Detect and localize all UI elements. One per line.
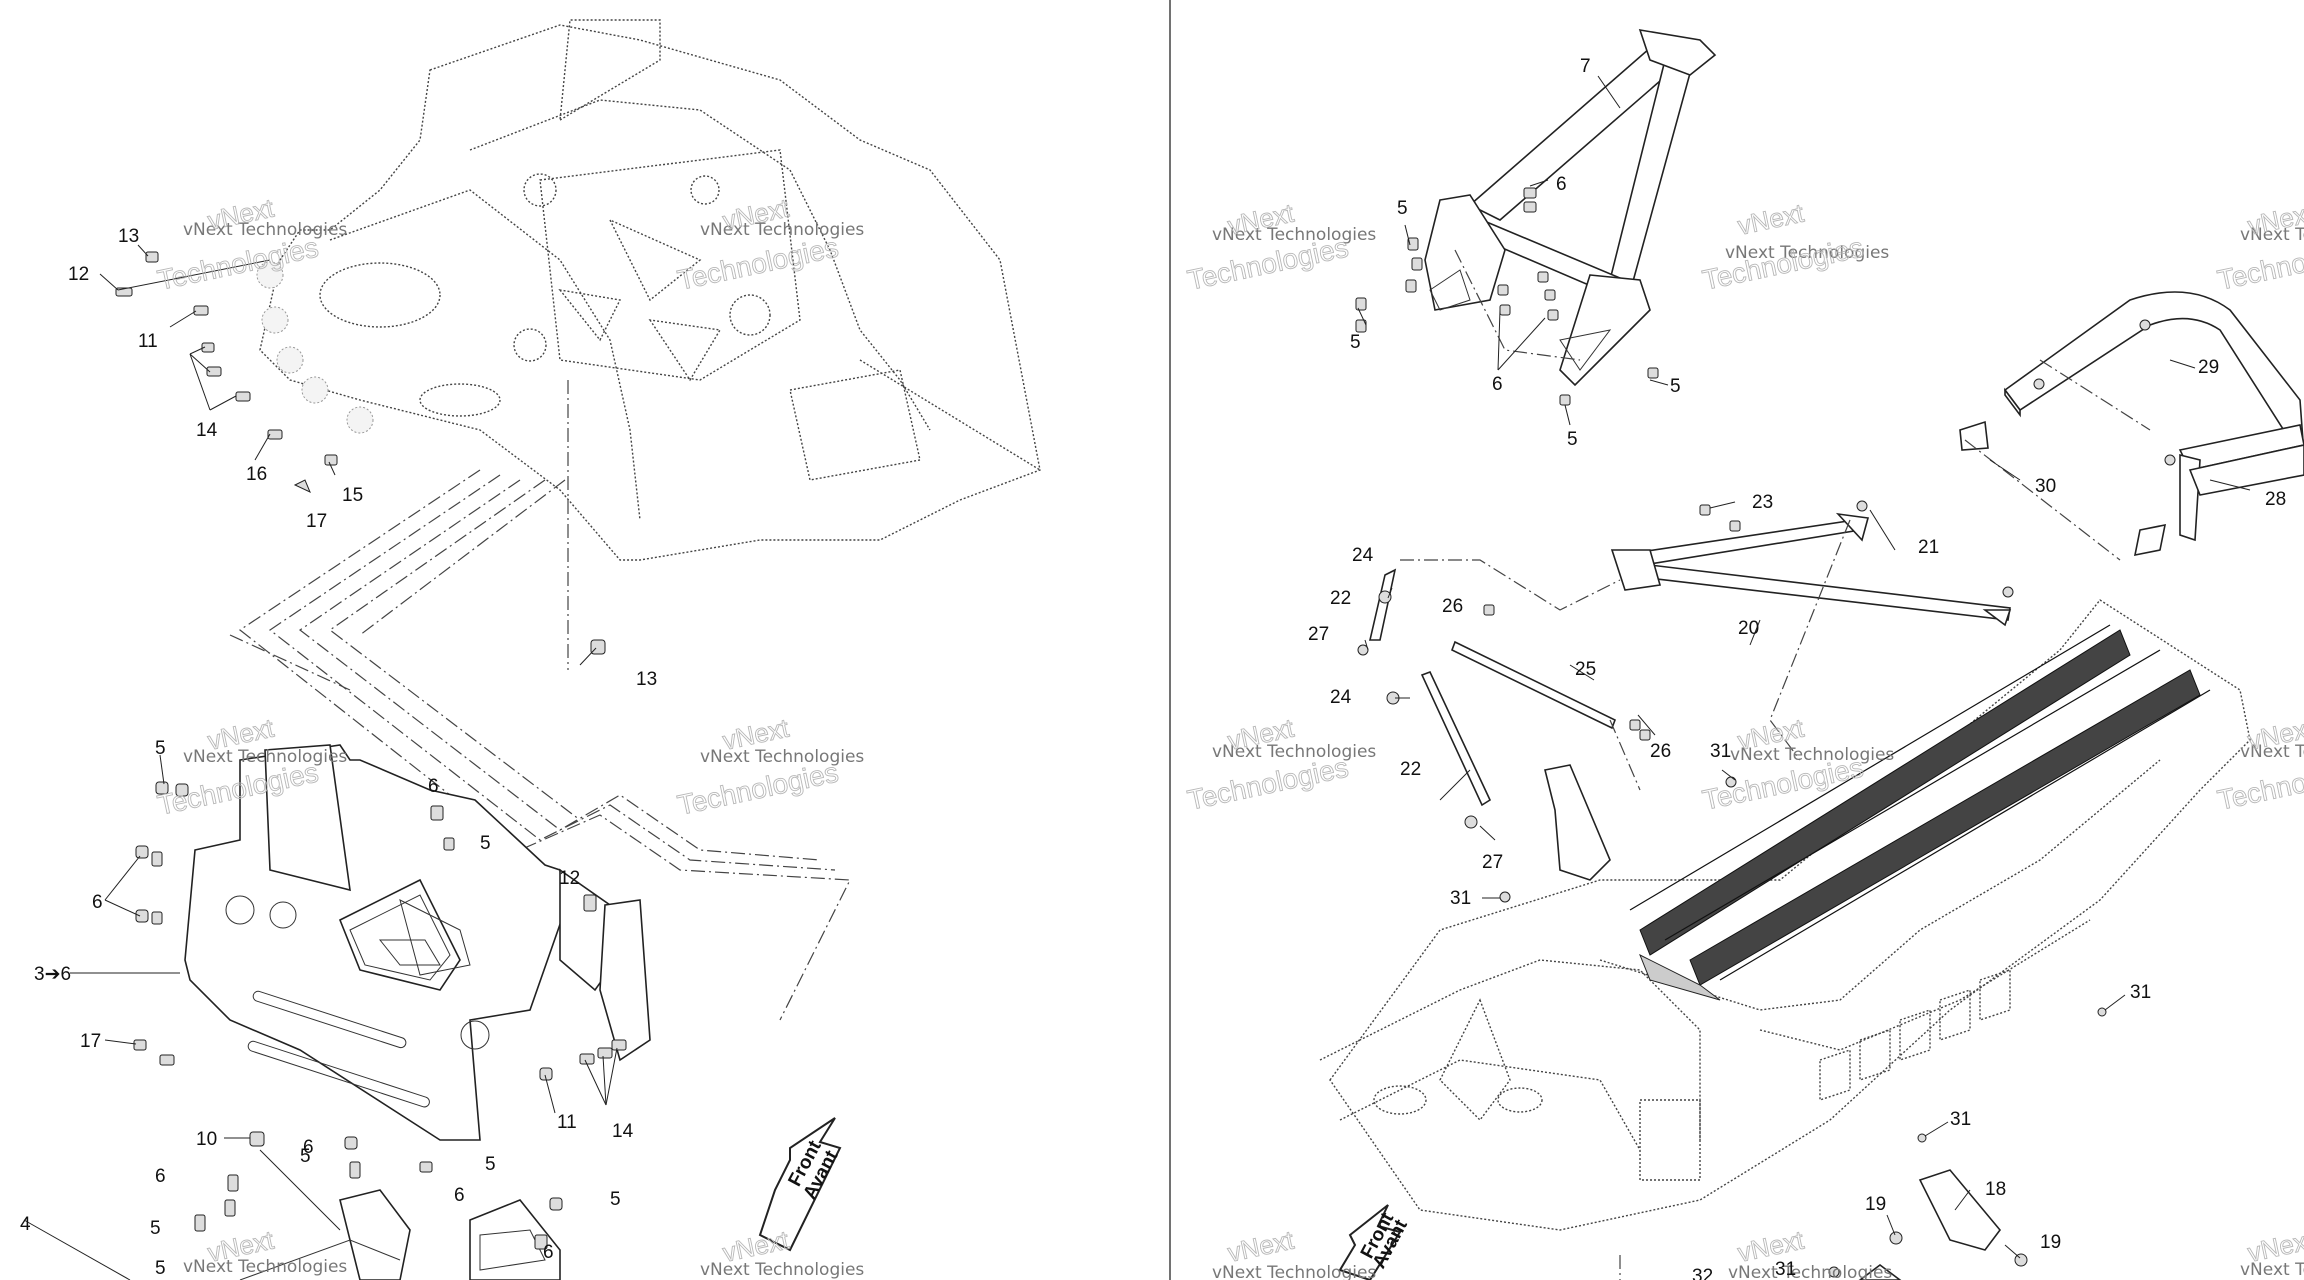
watermark-text: vNext Technologies xyxy=(1730,745,1894,765)
part-label: 31 xyxy=(2130,982,2151,1003)
part-label: 11 xyxy=(138,331,158,352)
part-label: 13 xyxy=(118,226,139,247)
routing-lines-left xyxy=(229,380,851,1021)
part-label: 24 xyxy=(1352,545,1374,566)
part-label: 5 xyxy=(155,1258,166,1279)
leader-lines-right xyxy=(1357,75,2251,1259)
part-label: 21 xyxy=(1918,537,1939,558)
part-label: 20 xyxy=(1738,618,1759,639)
watermark-text: vNext Technologies xyxy=(2240,1260,2304,1280)
part-label: 5 xyxy=(155,738,166,759)
bulkhead-plate xyxy=(184,744,651,1141)
watermark-text: vNext Technologies xyxy=(2240,742,2304,762)
part-label: 5 xyxy=(610,1189,621,1210)
part-label: 13 xyxy=(636,669,657,690)
part-label: 14 xyxy=(196,420,218,441)
part-label: 5 xyxy=(485,1154,496,1175)
part-label: 27 xyxy=(1308,624,1329,645)
part-label: 18 xyxy=(1985,1179,2006,1200)
part-label: 6 xyxy=(428,776,439,797)
part-label: 5 xyxy=(300,1146,311,1167)
watermark-text: vNext Technologies xyxy=(183,220,347,240)
part-labels-left: 13 12 11 14 16 17 15 13 5 6 5 6 12 3➔6 1… xyxy=(20,226,657,1279)
part-label: 16 xyxy=(246,464,267,485)
part-label: 30 xyxy=(2035,476,2056,497)
part-label: 6 xyxy=(543,1242,554,1263)
part-label: 5 xyxy=(480,833,491,854)
part-label: 17 xyxy=(80,1031,101,1052)
watermark-outline: Technologies xyxy=(675,232,841,296)
tunnel-assembly xyxy=(1319,599,2251,1231)
watermark-outline: vNext xyxy=(1735,1225,1807,1268)
leader-lines-left xyxy=(23,244,618,1280)
part-label: 6 xyxy=(92,892,103,913)
part-label: 25 xyxy=(1575,659,1596,680)
part-label: 5 xyxy=(1397,198,1408,219)
part-label: 22 xyxy=(1330,588,1351,609)
part-label: 31 xyxy=(1950,1109,1971,1130)
watermark-text: vNext Technologies xyxy=(1212,225,1376,245)
part-label: 32 xyxy=(1692,1266,1713,1280)
part-label: 15 xyxy=(342,485,363,506)
part-label: 12 xyxy=(68,264,89,285)
part-label: 24 xyxy=(1330,687,1352,708)
braces-and-rods xyxy=(1368,512,2012,1280)
part-label: 31 xyxy=(1450,888,1471,909)
part-label: 17 xyxy=(306,511,327,532)
part-label: 31 xyxy=(1710,741,1731,762)
watermark-text: vNext Technologies xyxy=(700,1260,864,1280)
part-label: 28 xyxy=(2265,489,2286,510)
watermark-text: vNext Technologies xyxy=(183,1257,347,1277)
part-label: 6 xyxy=(1556,174,1567,195)
watermark-outline: vNext xyxy=(1225,1225,1297,1268)
part-label: 14 xyxy=(612,1121,634,1142)
part-label: 6 xyxy=(303,1137,314,1158)
part-label: 22 xyxy=(1400,759,1421,780)
part-label: 23 xyxy=(1752,492,1773,513)
lower-steering-mount xyxy=(239,1189,561,1280)
part-label: 3➔6 xyxy=(34,964,71,985)
watermark-outline: Technologies xyxy=(155,232,321,296)
part-label: 19 xyxy=(2040,1232,2061,1253)
part-label: 7 xyxy=(1580,56,1591,77)
part-labels-right: 7 6 5 5 6 5 5 29 30 28 23 21 24 22 26 27… xyxy=(1308,56,2286,1280)
watermark-text: vNext Technologies xyxy=(1725,243,1889,263)
part-label: 11 xyxy=(557,1112,577,1133)
steering-support-tripod xyxy=(1424,28,1717,387)
part-label: 5 xyxy=(1350,332,1361,353)
watermark-text: vNext Technologies xyxy=(2240,225,2304,245)
front-arrow-left: Front Avant xyxy=(758,1117,843,1252)
part-label: 19 xyxy=(1865,1194,1886,1215)
part-label: 31 xyxy=(1775,1259,1796,1280)
part-label: 10 xyxy=(196,1129,217,1150)
part-label: 6 xyxy=(1492,374,1503,395)
fasteners-right xyxy=(1355,187,2176,1278)
watermark-text: vNext Technologies xyxy=(183,747,347,767)
part-label: 12 xyxy=(559,868,580,889)
heat-exchanger xyxy=(1629,624,2211,1001)
watermark-text: vNext Technologies xyxy=(1212,1263,1376,1280)
watermark-outline: Technologies xyxy=(1700,232,1866,296)
part-label: 5 xyxy=(1670,376,1681,397)
upper-frame-assembly xyxy=(256,19,1041,561)
watermark-outline: vNext xyxy=(1735,198,1807,241)
part-label: 4 xyxy=(20,1214,31,1235)
part-label: 29 xyxy=(2198,357,2219,378)
part-label: 6 xyxy=(155,1166,166,1187)
watermark-text: vNext Technologies xyxy=(700,747,864,767)
watermark-text: vNext Technologies xyxy=(1212,742,1376,762)
watermark-text: vNext Technologies xyxy=(700,220,864,240)
watermark-text: vNext Technologies xyxy=(1728,1263,1892,1280)
part-label: 26 xyxy=(1442,596,1463,617)
fasteners-left xyxy=(115,251,627,1250)
part-label: 5 xyxy=(150,1218,161,1239)
part-label: 5 xyxy=(1567,429,1578,450)
rear-bumper xyxy=(1959,291,2304,557)
part-label: 27 xyxy=(1482,852,1503,873)
part-label: 6 xyxy=(454,1185,465,1206)
part-label: 26 xyxy=(1650,741,1671,762)
